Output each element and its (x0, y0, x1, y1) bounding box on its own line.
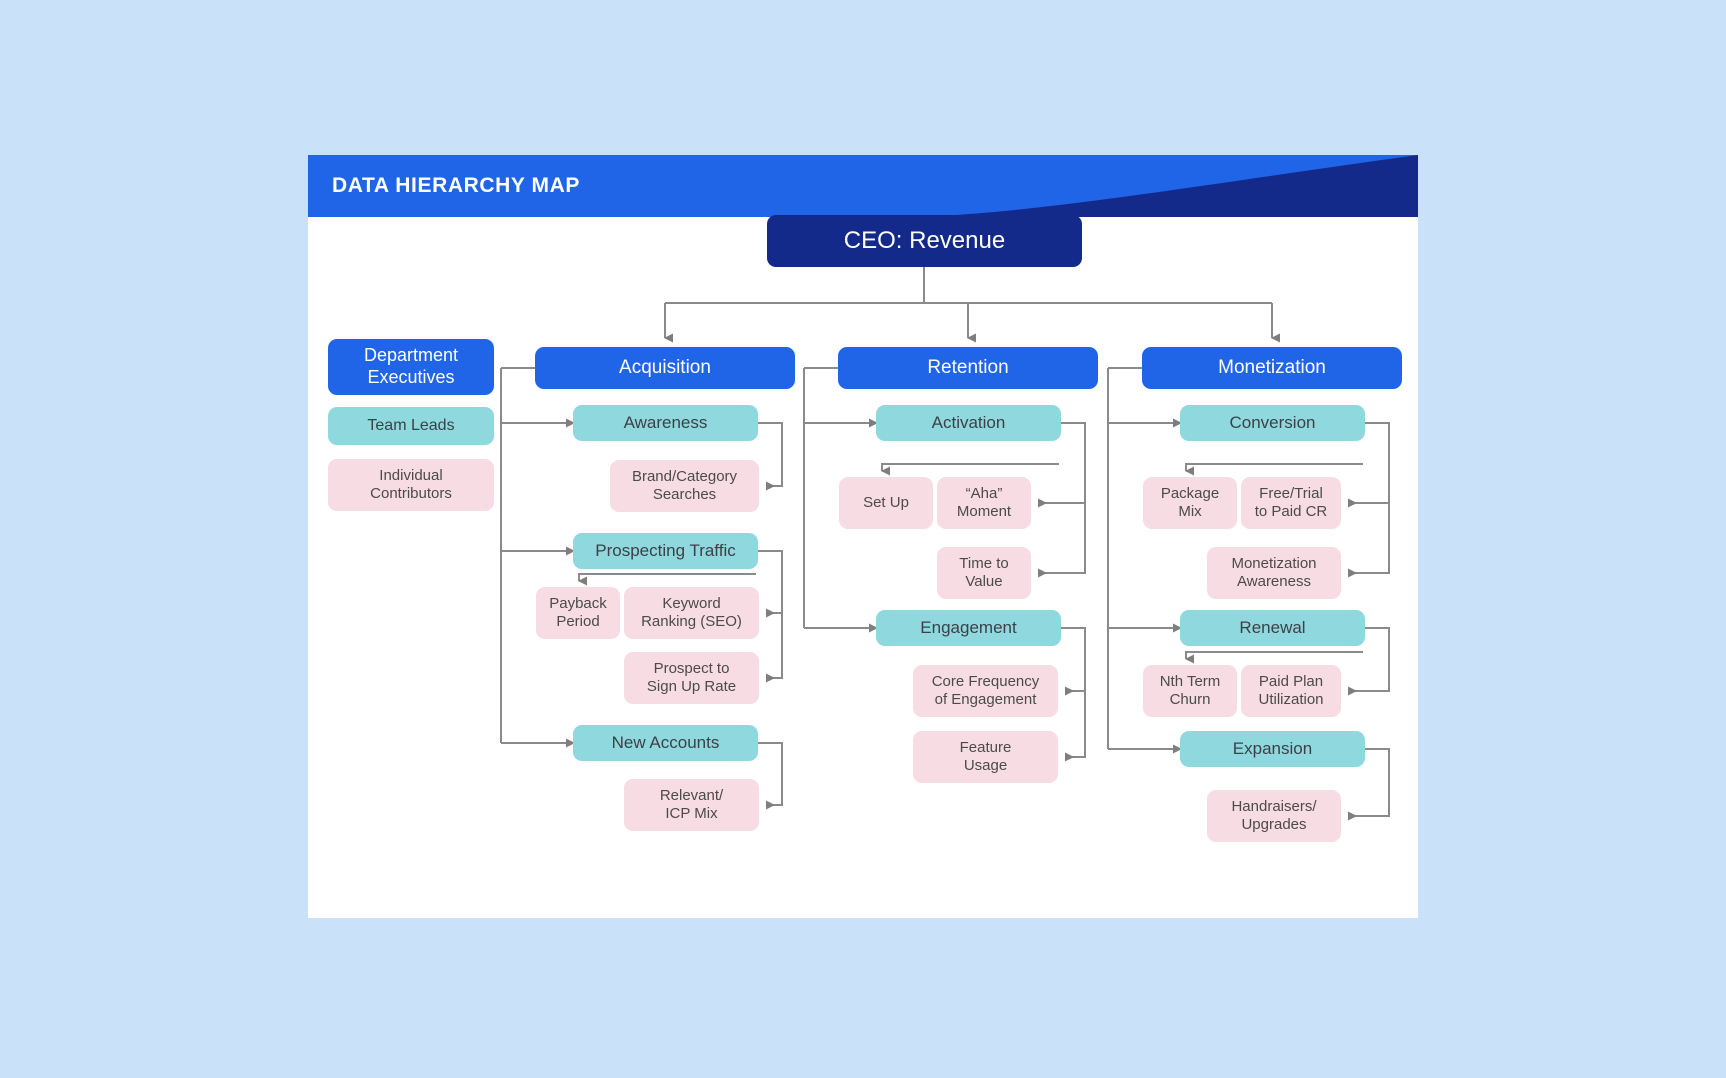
connector (758, 422, 783, 491)
node-label: Acquisition (619, 357, 711, 379)
node-label: Retention (927, 357, 1009, 379)
node-new-accounts[interactable]: New Accounts (573, 725, 758, 761)
node-handraisers-upgrades[interactable]: Handraisers/Upgrades (1207, 790, 1341, 842)
connector (1185, 651, 1363, 664)
node-label: Expansion (1232, 738, 1313, 758)
connector (578, 573, 756, 586)
connector (1061, 627, 1086, 696)
node-label: Set Up (863, 493, 909, 511)
node-label: CEO: Revenue (843, 227, 1006, 255)
connector (758, 742, 783, 810)
connector (766, 613, 783, 683)
header-curve-decoration (898, 155, 1418, 217)
connector (881, 463, 1059, 476)
connector (758, 550, 783, 618)
node-label: Conversion (1229, 412, 1316, 432)
node-label: Relevant/ICP Mix (659, 786, 724, 822)
node-awareness[interactable]: Awareness (573, 405, 758, 441)
page-title: DATA HIERARCHY MAP (332, 174, 581, 197)
node-label: Handraisers/Upgrades (1231, 797, 1317, 833)
legend-item-team-leads[interactable]: Team Leads (328, 407, 494, 445)
connector (1348, 503, 1390, 578)
node-expansion[interactable]: Expansion (1180, 731, 1365, 767)
node-aha-moment[interactable]: “Aha”Moment (937, 477, 1031, 529)
node-monetization[interactable]: Monetization (1142, 347, 1402, 389)
connector (1185, 463, 1363, 476)
node-retention[interactable]: Retention (838, 347, 1098, 389)
node-renewal[interactable]: Renewal (1180, 610, 1365, 646)
node-label: Renewal (1239, 617, 1306, 637)
node-label: Engagement (920, 617, 1017, 637)
node-label: Awareness (623, 412, 708, 432)
node-label: Monetization (1218, 357, 1326, 379)
card-header: DATA HIERARCHY MAP (308, 155, 1418, 217)
node-label: Prospecting Traffic (595, 540, 736, 560)
node-activation[interactable]: Activation (876, 405, 1061, 441)
node-ceo-revenue[interactable]: CEO: Revenue (767, 215, 1082, 267)
node-set-up[interactable]: Set Up (839, 477, 933, 529)
node-acquisition[interactable]: Acquisition (535, 347, 795, 389)
node-label: Activation (931, 412, 1006, 432)
diagram-card: DATA HIERARCHY MAP CEO: Revenue Depar (308, 155, 1418, 918)
node-engagement[interactable]: Engagement (876, 610, 1061, 646)
node-relevant-icp-mix[interactable]: Relevant/ICP Mix (624, 779, 759, 831)
node-conversion[interactable]: Conversion (1180, 405, 1365, 441)
connector (1065, 691, 1086, 762)
node-label: “Aha”Moment (956, 484, 1012, 520)
node-prospecting-traffic[interactable]: Prospecting Traffic (573, 533, 758, 569)
legend-label: Team Leads (367, 417, 455, 435)
node-label: New Accounts (611, 732, 720, 752)
connector (1038, 503, 1086, 578)
